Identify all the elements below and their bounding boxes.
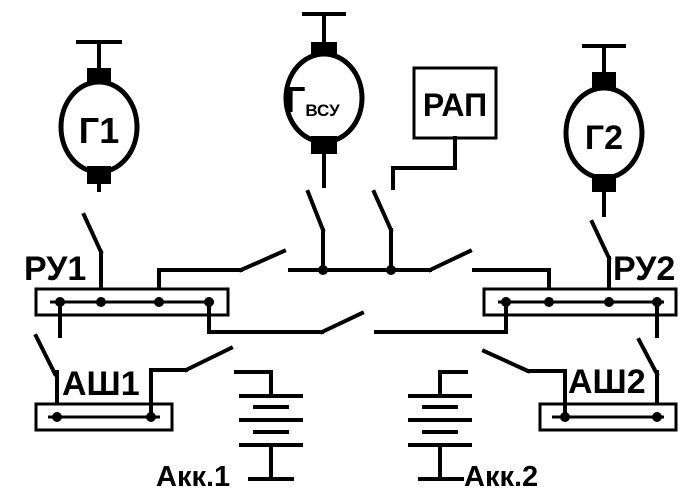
- g-apu-label: ГВСУ: [285, 79, 340, 120]
- ru2-label: РУ2: [613, 250, 675, 288]
- rap-label: РАП: [423, 87, 487, 123]
- battery-bus-ash1: АШ1: [33, 304, 234, 432]
- battery-akk1: Акк.1: [156, 370, 303, 493]
- upper-switches: [81, 189, 612, 302]
- battery-bus-ash2: АШ2: [481, 304, 678, 432]
- battery-akk2: Акк.2: [408, 370, 538, 493]
- g2-label: Г2: [585, 119, 623, 157]
- akk2-label: Акк.2: [464, 461, 538, 493]
- bus-ru1: РУ1: [24, 250, 230, 317]
- regulator-rap: РАП: [391, 66, 498, 190]
- bus-ru2: РУ2: [482, 250, 678, 317]
- generator-apu: ГВСУ: [283, 12, 365, 188]
- g1-label: Г1: [79, 110, 119, 151]
- ru1-label: РУ1: [24, 250, 86, 288]
- generator-g1: Г1: [58, 40, 140, 192]
- cross-tie: [207, 304, 508, 335]
- ash2-label: АШ2: [568, 363, 646, 401]
- generator-g2: Г2: [563, 44, 645, 217]
- ash1-label: АШ1: [62, 365, 140, 403]
- akk1-label: Акк.1: [156, 461, 230, 493]
